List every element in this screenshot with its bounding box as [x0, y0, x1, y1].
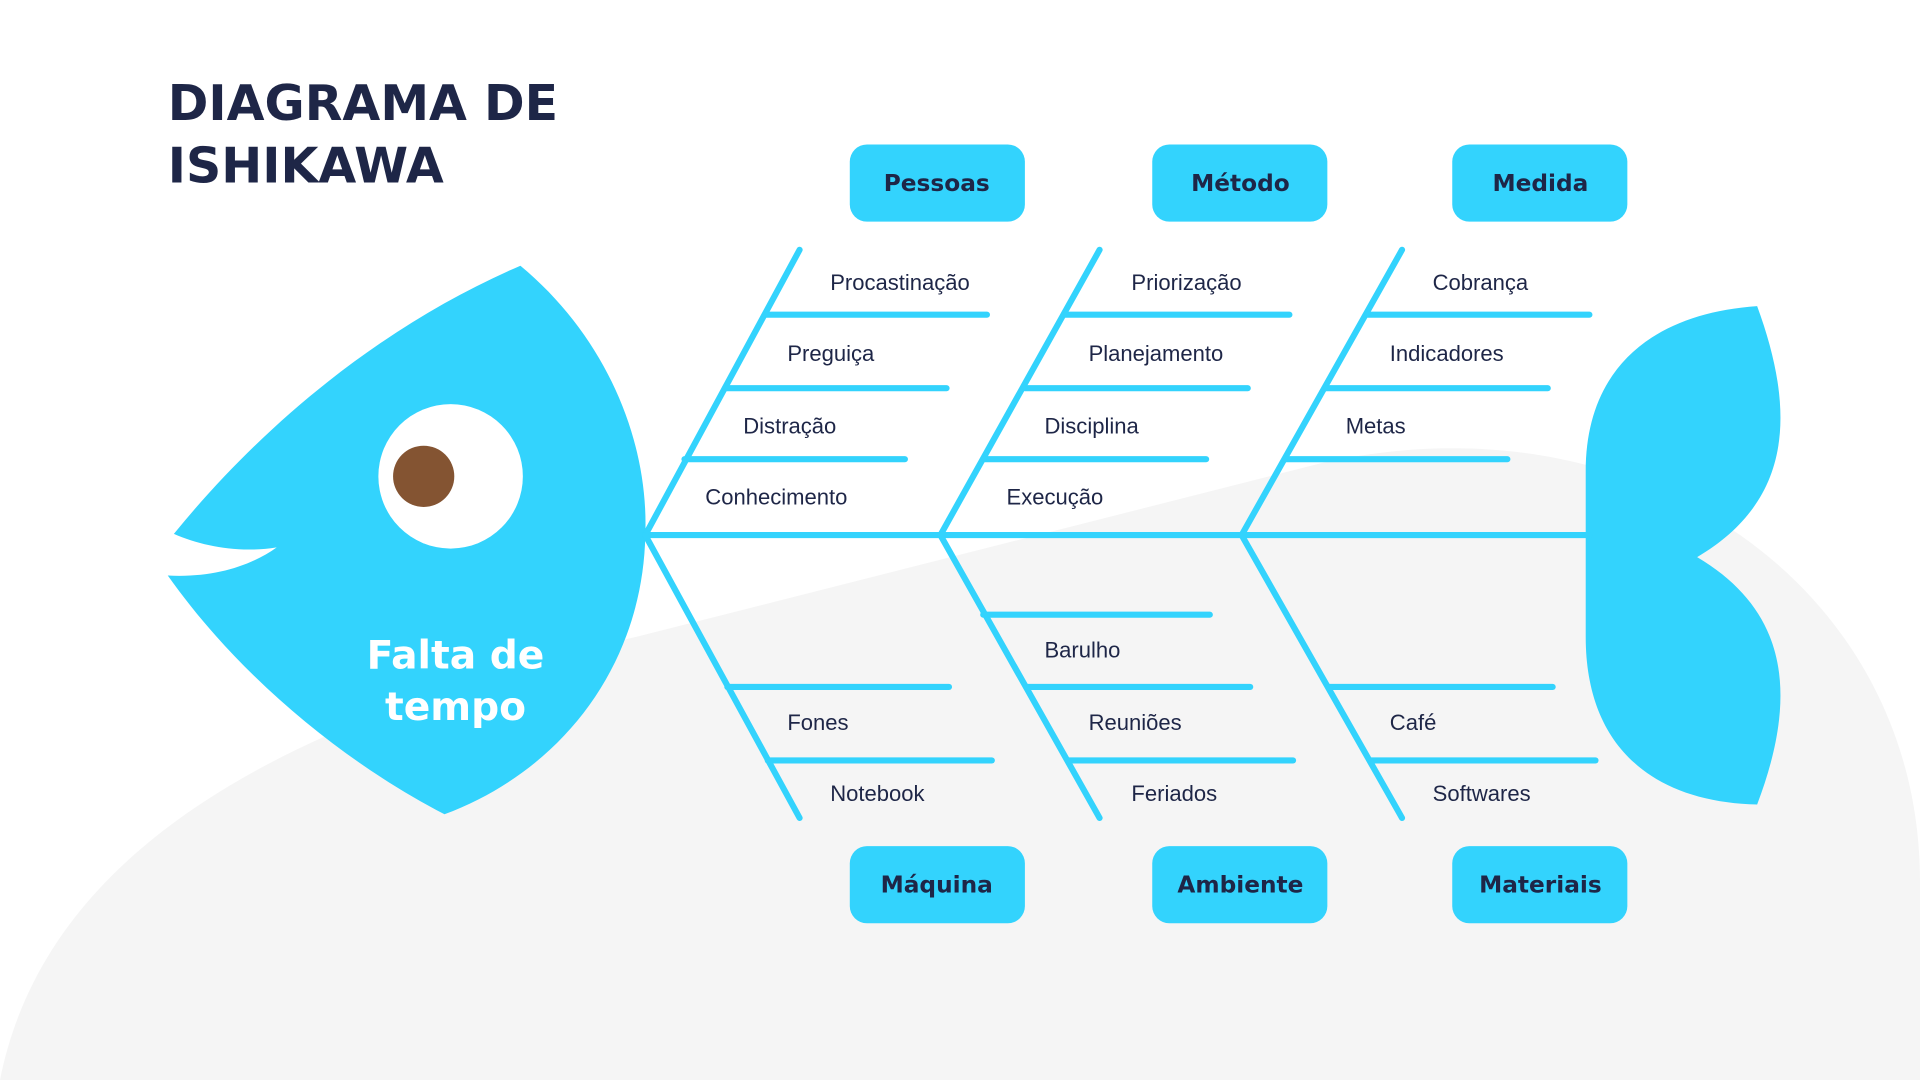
- cause-label: Procastinação: [830, 270, 970, 295]
- category-pessoas: Pessoas: [849, 144, 1025, 222]
- cause-label: Metas: [1346, 413, 1406, 438]
- effect-line-2: tempo: [385, 685, 526, 730]
- category-label: Medida: [1492, 170, 1588, 197]
- cause-label: Execução: [1007, 484, 1104, 509]
- bone-pessoas: [642, 246, 803, 539]
- category-medida: Medida: [1452, 144, 1628, 222]
- cause-label: Reuniões: [1089, 710, 1182, 735]
- cause-label: Conhecimento: [705, 484, 847, 509]
- cause-label: Barulho: [1044, 638, 1120, 663]
- category-label: Método: [1191, 170, 1290, 197]
- ribs: [681, 311, 1599, 764]
- cause-label: Indicadores: [1390, 341, 1504, 366]
- title-line-1: DIAGRAMA DE: [168, 75, 558, 132]
- title-line-2: ISHIKAWA: [168, 137, 444, 194]
- bone-medida: [1238, 246, 1406, 539]
- cause-label: Preguiça: [787, 341, 875, 366]
- category-ambiente: Ambiente: [1152, 846, 1328, 924]
- cause-label: Distração: [743, 413, 836, 438]
- bone-materiais: [1238, 532, 1406, 822]
- background-blob: [0, 448, 1920, 1080]
- effect-line-1: Falta de: [367, 634, 545, 679]
- bone-ambiente: [937, 532, 1103, 822]
- category-metodo: Método: [1152, 144, 1328, 222]
- category-label: Pessoas: [884, 170, 990, 197]
- cause-label: Cobrança: [1433, 270, 1529, 295]
- cause-labels: Procastinação Preguiça Distração Conheci…: [705, 270, 1530, 806]
- cause-label: Planejamento: [1089, 341, 1224, 366]
- category-materiais: Materiais: [1452, 846, 1628, 924]
- cause-label: Softwares: [1433, 781, 1531, 806]
- fish-head: [167, 265, 646, 815]
- cause-label: Disciplina: [1044, 413, 1139, 438]
- category-label: Ambiente: [1177, 872, 1303, 899]
- cause-label: Notebook: [830, 781, 925, 806]
- bone-maquina: [642, 532, 803, 822]
- category-label: Máquina: [881, 872, 993, 899]
- fish-tail: [1585, 306, 1781, 805]
- cause-label: Café: [1390, 710, 1437, 735]
- category-maquina: Máquina: [849, 846, 1025, 924]
- cause-label: Priorização: [1131, 270, 1241, 295]
- diagonal-bones: [642, 246, 1406, 822]
- pupil: [393, 445, 455, 507]
- cause-label: Feriados: [1131, 781, 1217, 806]
- bone-metodo: [937, 246, 1103, 539]
- category-label: Materiais: [1479, 872, 1602, 899]
- cause-label: Fones: [787, 710, 848, 735]
